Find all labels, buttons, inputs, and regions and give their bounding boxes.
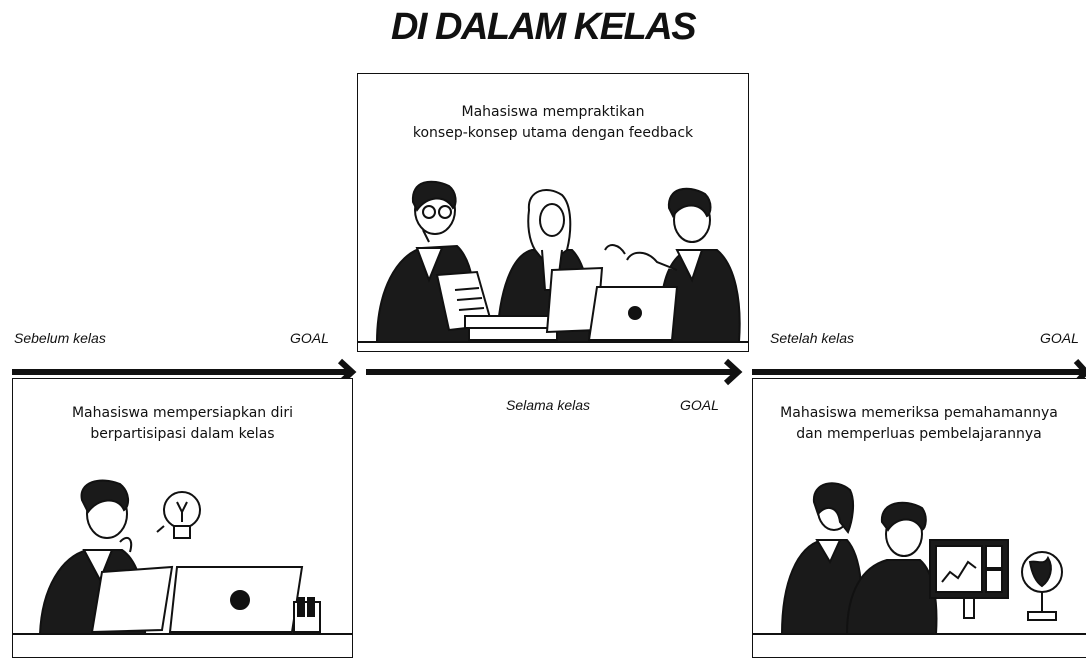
lightbulb-icon xyxy=(156,491,201,539)
goal-label-after: GOAL xyxy=(1040,330,1079,346)
during-caption-line-1: Mahasiswa mempraktikan xyxy=(461,104,645,120)
stage-label-during: Selama kelas xyxy=(506,397,591,413)
group-discussion-illustration xyxy=(357,180,749,343)
laptop-icon xyxy=(628,306,642,320)
arrow-right-icon xyxy=(366,358,743,386)
students-reviewing-illustration xyxy=(752,482,1086,635)
stage-label-after: Setelah kelas xyxy=(770,330,855,346)
during-class-caption: Mahasiswa mempraktikan konsep-konsep uta… xyxy=(357,102,749,144)
before-caption-line-1: Mahasiswa mempersiapkan diri xyxy=(71,405,294,421)
during-caption-line-2: konsep-konsep utama dengan feedback xyxy=(412,125,694,141)
laptop-icon xyxy=(230,590,250,610)
after-caption-line-2: dan memperluas pembelajarannya xyxy=(796,426,1042,442)
timeline-arrows xyxy=(12,358,1086,386)
student-preparing-illustration xyxy=(12,479,353,635)
after-class-caption: Mahasiswa memeriksa pemahamannya dan mem… xyxy=(752,403,1086,445)
goal-label-during: GOAL xyxy=(680,397,719,413)
globe-icon xyxy=(1021,551,1063,621)
page-title: DI DALAM KELAS xyxy=(390,6,697,48)
goal-label-before: GOAL xyxy=(290,330,329,346)
before-class-caption: Mahasiswa mempersiapkan diri berpartisip… xyxy=(12,403,353,445)
stage-label-before: Sebelum kelas xyxy=(14,330,106,346)
monitor-chart-icon xyxy=(929,539,1009,619)
after-caption-line-1: Mahasiswa memeriksa pemahamannya xyxy=(780,405,1058,421)
before-caption-line-2: berpartisipasi dalam kelas xyxy=(90,426,275,442)
